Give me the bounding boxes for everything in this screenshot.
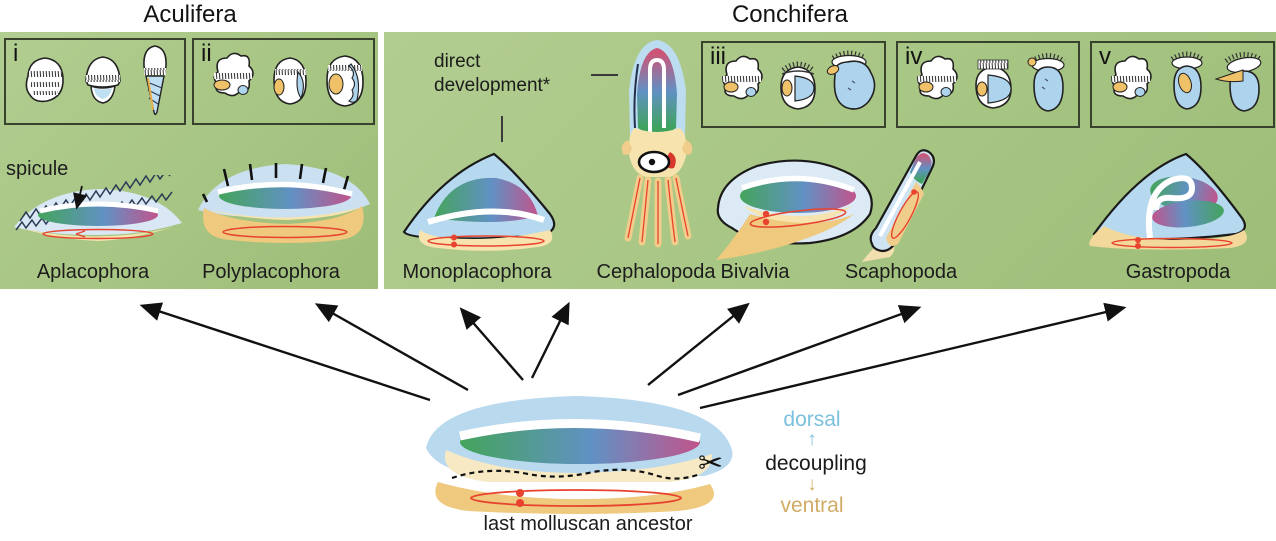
taxon-label-bivalvia: Bivalvia bbox=[720, 261, 790, 283]
taxon-label-scaphopoda: Scaphopoda bbox=[844, 261, 958, 283]
panel-numeral-i: i bbox=[13, 40, 19, 67]
development-panel-iv: iv bbox=[896, 41, 1080, 128]
taxon-label-gastropoda: Gastropoda bbox=[1125, 261, 1231, 283]
taxon-label-monoplacophora: Monoplacophora bbox=[402, 261, 552, 283]
clade-title-conchifera: Conchifera bbox=[731, 1, 849, 28]
dorsal-arrow-icon: ↑ bbox=[807, 429, 817, 450]
direct-development-line2: development* bbox=[434, 75, 551, 96]
monoplacophora-illustration bbox=[398, 142, 568, 260]
gastropoda-illustration bbox=[1080, 142, 1265, 260]
larvae-illustration-v bbox=[1111, 51, 1262, 112]
scissors-icon: ✂ bbox=[698, 447, 724, 480]
larvae-illustration-ii bbox=[213, 52, 364, 107]
bivalvia-illustration bbox=[702, 150, 887, 262]
aplacophora-illustration bbox=[8, 175, 188, 255]
scaphopoda-illustration bbox=[858, 140, 968, 264]
larvae-illustration-iii bbox=[722, 50, 876, 110]
larvae-illustration-iv bbox=[917, 53, 1066, 112]
panel-numeral-v: v bbox=[1099, 43, 1111, 70]
development-panel-i: i bbox=[4, 38, 186, 125]
ancestor-illustration bbox=[408, 386, 748, 518]
ventral-label: ventral bbox=[780, 494, 844, 517]
decoupling-label: decoupling bbox=[765, 452, 867, 475]
panel-numeral-ii: ii bbox=[201, 40, 212, 67]
panel-numeral-iii: iii bbox=[710, 43, 726, 70]
taxon-label-polyplacophora: Polyplacophora bbox=[202, 261, 340, 283]
panel-numeral-iv: iv bbox=[905, 43, 923, 70]
development-panel-v: v bbox=[1090, 41, 1275, 128]
larvae-illustration-i bbox=[25, 45, 167, 116]
development-panel-iii: iii bbox=[701, 41, 886, 128]
ventral-arrow-icon: ↓ bbox=[807, 474, 817, 495]
direct-development-line1: direct bbox=[434, 51, 481, 72]
direct-development-pointer-v bbox=[501, 116, 503, 142]
clade-title-aculifera: Aculifera bbox=[143, 1, 237, 28]
divergence-arrows bbox=[139, 301, 1127, 410]
taxon-label-aplacophora: Aplacophora bbox=[36, 261, 150, 283]
spicule-arrow-icon bbox=[73, 185, 88, 210]
polyplacophora-illustration bbox=[190, 152, 375, 257]
taxon-label-cephalopoda: Cephalopoda bbox=[596, 261, 716, 283]
spicule-label: spicule bbox=[6, 158, 69, 180]
direct-development-label: direct development* bbox=[434, 50, 550, 98]
ancestor-label: last molluscan ancestor bbox=[483, 513, 693, 535]
direct-development-pointer-h bbox=[591, 74, 618, 76]
dorsal-label: dorsal bbox=[783, 408, 841, 431]
cephalopoda-illustration bbox=[602, 36, 714, 250]
development-panel-ii: ii bbox=[192, 38, 375, 125]
